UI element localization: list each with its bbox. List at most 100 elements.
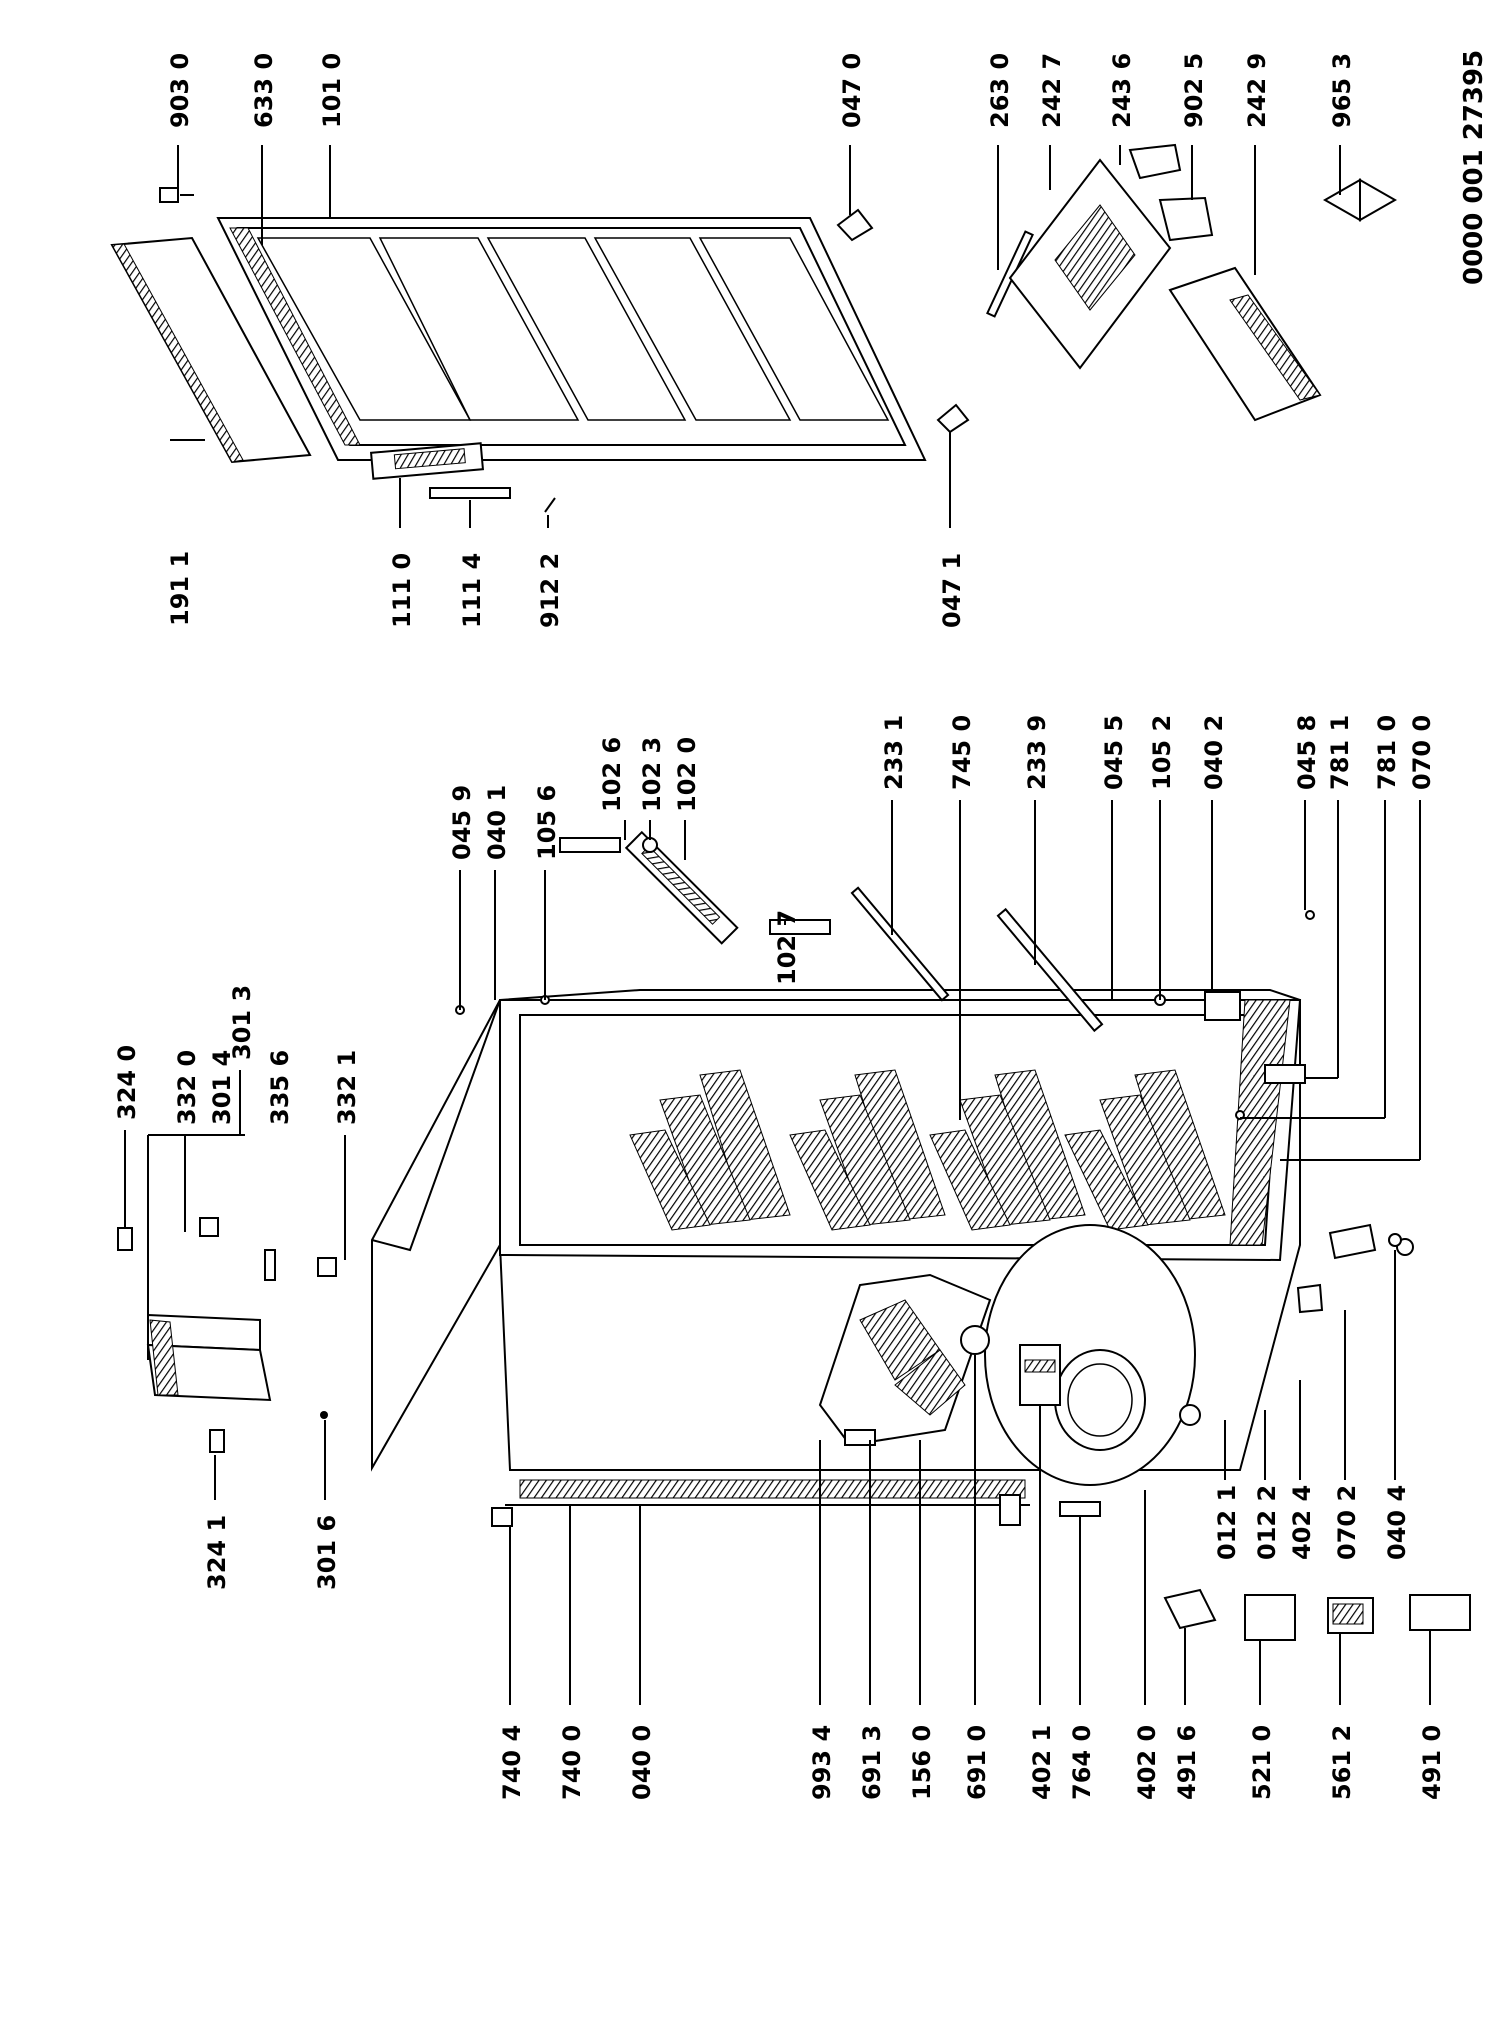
label-301-6: 301 6 [313, 1515, 341, 1590]
label-047-1: 047 1 [938, 553, 966, 628]
door-shelves [256, 237, 890, 421]
label-102-7: 102 7 [773, 910, 801, 985]
label-105-2: 105 2 [1148, 715, 1176, 790]
part-740-4 [491, 1507, 513, 1527]
part-012 [1179, 1404, 1201, 1426]
part-332-0 [199, 1217, 219, 1237]
label-691-3: 691 3 [858, 1725, 886, 1800]
part-491-6 [1163, 1588, 1217, 1630]
part-781-1 [1264, 1064, 1306, 1084]
label-781-0: 781 0 [1373, 715, 1401, 790]
condenser [519, 1479, 1026, 1499]
part-521-0 [1244, 1594, 1296, 1641]
part-102-3 [642, 837, 658, 853]
part-243-6 [1128, 143, 1182, 180]
label-402-4: 402 4 [1288, 1485, 1316, 1560]
part-045-8 [1305, 910, 1315, 920]
part-324-0 [117, 1227, 133, 1251]
label-012-1: 012 1 [1213, 1485, 1241, 1560]
label-691-0: 691 0 [963, 1725, 991, 1800]
label-243-6: 243 6 [1108, 53, 1136, 128]
cabinet-top-face [371, 999, 501, 1472]
label-402-1: 402 1 [1028, 1725, 1056, 1800]
cabinet-assembly [371, 800, 1421, 1526]
part-301-6 [320, 1411, 328, 1419]
label-332-0: 332 0 [173, 1050, 201, 1125]
label-324-1: 324 1 [203, 1515, 231, 1590]
cabinet-shelves [629, 1069, 1226, 1231]
hinge-top [836, 208, 874, 242]
part-040-4-a [1328, 1223, 1377, 1260]
label-335-6: 335 6 [266, 1050, 294, 1125]
label-902-5: 902 5 [1180, 53, 1208, 128]
label-324-0: 324 0 [113, 1045, 141, 1120]
foot-965-3 [1322, 178, 1361, 222]
label-903-0: 903 0 [166, 53, 194, 128]
label-521-0: 521 0 [1248, 1725, 1276, 1800]
label-745-0: 745 0 [948, 715, 976, 790]
label-332-1: 332 1 [333, 1050, 361, 1125]
drawer-assembly [986, 143, 1398, 422]
part-335-6 [264, 1249, 276, 1281]
label-242-7: 242 7 [1038, 53, 1066, 128]
label-040-2: 040 2 [1200, 715, 1228, 790]
label-040-4: 040 4 [1383, 1485, 1411, 1560]
hinge-bottom [936, 403, 970, 434]
label-912-2: 912 2 [536, 553, 564, 628]
part-040-2 [1204, 991, 1241, 1021]
label-242-9: 242 9 [1243, 53, 1271, 128]
screw-912-2 [544, 497, 556, 513]
label-965-3: 965 3 [1328, 53, 1356, 128]
label-045-8: 045 8 [1293, 715, 1321, 790]
label-491-6: 491 6 [1173, 1725, 1201, 1800]
cabinet-bottom-grille [1229, 999, 1291, 1246]
part-764-0 [1059, 1501, 1101, 1517]
label-781-1: 781 1 [1326, 715, 1354, 790]
label-040-0: 040 0 [628, 1725, 656, 1800]
label-740-0: 740 0 [558, 1725, 586, 1800]
label-301-4: 301 4 [208, 1050, 236, 1125]
label-491-0: 491 0 [1418, 1725, 1446, 1800]
label-764-0: 764 0 [1068, 1725, 1096, 1800]
part-332-1 [317, 1257, 337, 1277]
label-233-9: 233 9 [1023, 715, 1051, 790]
label-045-9: 045 9 [448, 785, 476, 860]
label-111-4: 111 4 [458, 553, 486, 628]
label-040-1: 040 1 [483, 785, 511, 860]
label-102-6: 102 6 [598, 737, 626, 812]
label-263-0: 263 0 [986, 53, 1014, 128]
label-156-0: 156 0 [908, 1725, 936, 1800]
label-402-0: 402 0 [1133, 1725, 1161, 1800]
electrical-parts [491, 1250, 1471, 1705]
bracket-102-6 [559, 837, 621, 853]
label-301-3: 301 3 [228, 985, 256, 1060]
part-491-0 [1409, 1594, 1471, 1631]
part-labels: 191 1 903 0 633 0 101 0 047 0 111 0 111 … [113, 53, 1446, 1800]
label-191-1: 191 1 [166, 551, 194, 626]
part-324-1 [209, 1429, 225, 1453]
part-070-2 [1296, 1283, 1324, 1314]
label-105-6: 105 6 [533, 785, 561, 860]
label-561-2: 561 2 [1328, 1725, 1356, 1800]
label-070-0: 070 0 [1408, 715, 1436, 790]
door-assembly [110, 145, 970, 528]
handle-strip [429, 487, 511, 499]
thermostat-assembly [117, 999, 501, 1500]
document-number: 0000 001 27395 [1459, 50, 1489, 285]
drawer-bottom-front [1229, 294, 1321, 401]
rail-745-0 [999, 1494, 1021, 1526]
label-102-3: 102 3 [638, 737, 666, 812]
door-back-panel-edge [111, 243, 244, 463]
label-633-0: 633 0 [250, 53, 278, 128]
label-111-0: 111 0 [388, 553, 416, 628]
part-903-0 [159, 187, 179, 203]
label-233-1: 233 1 [880, 715, 908, 790]
shelf-233-9 [996, 907, 1104, 1033]
label-102-0: 102 0 [673, 737, 701, 812]
label-070-2: 070 2 [1333, 1485, 1361, 1560]
label-740-4: 740 4 [498, 1725, 526, 1800]
label-012-2: 012 2 [1253, 1485, 1281, 1560]
door-gasket [229, 227, 361, 446]
